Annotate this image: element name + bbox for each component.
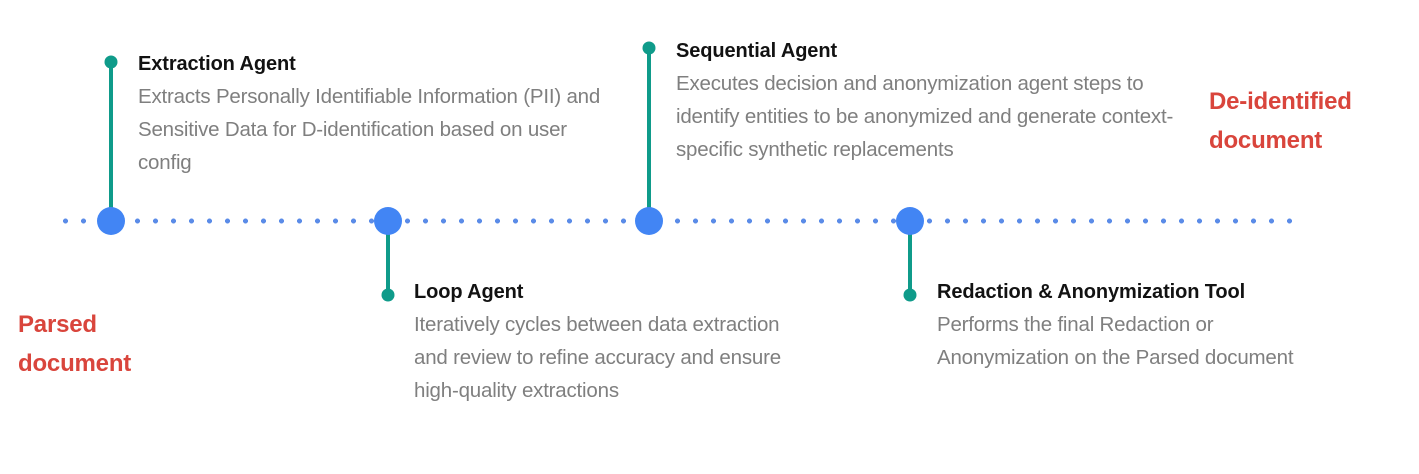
connector-endpoint-dot-redaction-anonymization-tool xyxy=(903,288,917,302)
input-endpoint-label: Parsed document xyxy=(18,311,132,377)
step-description-extraction-agent: Extracts Personally Identifiable Informa… xyxy=(138,85,601,174)
step-block-sequential-agent: Sequential Agent Executes decision and a… xyxy=(676,38,1176,166)
timeline-node-redaction-anonymization-tool[interactable] xyxy=(896,207,924,235)
timeline-node-extraction-agent[interactable] xyxy=(97,207,125,235)
connector-endpoint-dot-extraction-agent xyxy=(104,55,118,69)
step-block-redaction-anonymization-tool: Redaction & Anonymization Tool Performs … xyxy=(937,279,1299,374)
output-endpoint-label: De-identified document xyxy=(1209,88,1352,154)
step-title-loop-agent: Loop Agent xyxy=(414,281,524,303)
connector-stem-sequential-agent xyxy=(647,48,651,221)
step-description-loop-agent: Iteratively cycles between data extracti… xyxy=(414,313,781,402)
connector-endpoint-dot-sequential-agent xyxy=(642,41,656,55)
step-title-extraction-agent: Extraction Agent xyxy=(138,53,296,75)
connector-stem-redaction-anonymization-tool xyxy=(908,221,912,295)
step-title-sequential-agent: Sequential Agent xyxy=(676,40,838,62)
timeline-axis xyxy=(63,218,1292,224)
step-description-sequential-agent: Executes decision and anonymization agen… xyxy=(676,72,1174,161)
step-block-loop-agent: Loop Agent Iteratively cycles between da… xyxy=(414,279,794,407)
connector-stem-extraction-agent xyxy=(109,62,113,221)
step-title-redaction-anonymization-tool: Redaction & Anonymization Tool xyxy=(937,281,1246,303)
step-block-extraction-agent: Extraction Agent Extracts Personally Ide… xyxy=(138,51,608,179)
timeline-node-sequential-agent[interactable] xyxy=(635,207,663,235)
connector-stem-loop-agent xyxy=(386,221,390,295)
timeline-node-loop-agent[interactable] xyxy=(374,207,402,235)
connector-endpoint-dot-loop-agent xyxy=(381,288,395,302)
step-description-redaction-anonymization-tool: Performs the final Redaction or Anonymiz… xyxy=(937,313,1294,369)
